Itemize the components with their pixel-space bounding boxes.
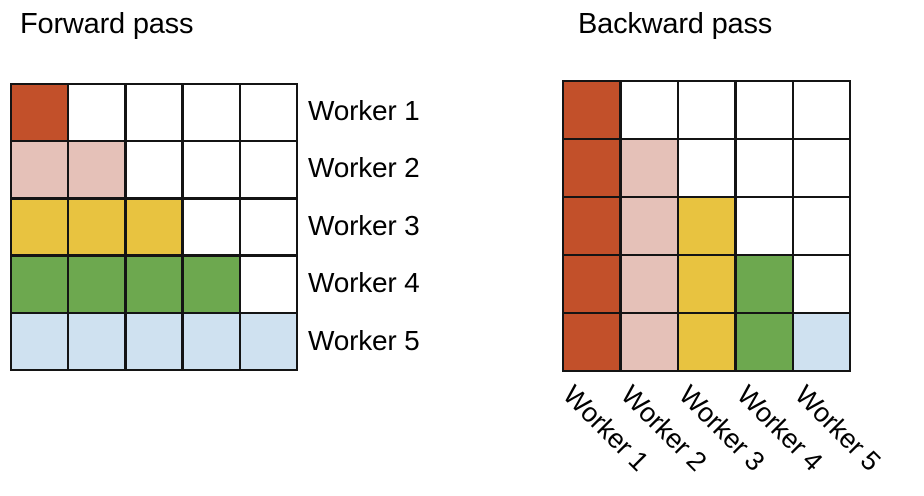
forward-row-label-worker-4: Worker 4 — [308, 267, 420, 299]
forward-row-label-worker-2: Worker 2 — [308, 152, 420, 184]
forward-cell-r2-c4 — [183, 142, 239, 198]
backward-cell-r2-c4 — [736, 140, 792, 196]
backward-cell-r2-c5 — [794, 140, 849, 196]
forward-cell-r5-c3 — [126, 314, 182, 369]
backward-cell-r2-c2 — [621, 140, 677, 196]
forward-row-label-worker-5: Worker 5 — [308, 324, 420, 356]
backward-cell-r5-c5 — [794, 314, 849, 370]
backward-cell-r4-c5 — [794, 256, 849, 312]
backward-cell-r5-c3 — [679, 314, 734, 370]
forward-cell-r4-c1 — [12, 256, 67, 312]
backward-cell-r3-c5 — [794, 198, 849, 254]
forward-cell-r2-c2 — [69, 142, 125, 198]
forward-cell-r1-c3 — [126, 85, 182, 140]
backward-cell-r3-c2 — [621, 198, 677, 254]
backward-pass-grid — [562, 80, 851, 372]
forward-cell-r1-c1 — [12, 85, 67, 140]
forward-cell-r4-c2 — [69, 256, 125, 312]
backward-cell-r4-c1 — [564, 256, 619, 312]
forward-cell-r3-c3 — [126, 199, 182, 255]
backward-cell-r5-c2 — [621, 314, 677, 370]
forward-cell-r1-c2 — [69, 85, 125, 140]
forward-cell-r2-c5 — [241, 142, 296, 198]
forward-cell-r3-c1 — [12, 199, 67, 255]
backward-cell-r1-c4 — [736, 82, 792, 138]
forward-cell-r4-c5 — [241, 256, 296, 312]
forward-cell-r3-c2 — [69, 199, 125, 255]
forward-cell-r4-c3 — [126, 256, 182, 312]
backward-cell-r2-c1 — [564, 140, 619, 196]
forward-cell-r1-c5 — [241, 85, 296, 140]
forward-pass-grid — [10, 83, 298, 371]
backward-cell-r4-c4 — [736, 256, 792, 312]
forward-cell-r4-c4 — [183, 256, 239, 312]
backward-cell-r3-c4 — [736, 198, 792, 254]
forward-cell-r3-c5 — [241, 199, 296, 255]
forward-cell-r5-c2 — [69, 314, 125, 369]
forward-cell-r3-c4 — [183, 199, 239, 255]
forward-cell-r2-c1 — [12, 142, 67, 198]
forward-cell-r5-c4 — [183, 314, 239, 369]
backward-cell-r1-c3 — [679, 82, 734, 138]
backward-cell-r3-c3 — [679, 198, 734, 254]
backward-cell-r1-c2 — [621, 82, 677, 138]
forward-row-label-worker-3: Worker 3 — [308, 209, 420, 241]
backward-cell-r4-c2 — [621, 256, 677, 312]
forward-cell-r5-c5 — [241, 314, 296, 369]
backward-cell-r5-c4 — [736, 314, 792, 370]
backward-cell-r1-c5 — [794, 82, 849, 138]
backward-cell-r2-c3 — [679, 140, 734, 196]
forward-cell-r1-c4 — [183, 85, 239, 140]
forward-cell-r5-c1 — [12, 314, 67, 369]
backward-cell-r3-c1 — [564, 198, 619, 254]
backward-cell-r1-c1 — [564, 82, 619, 138]
backward-cell-r5-c1 — [564, 314, 619, 370]
forward-cell-r2-c3 — [126, 142, 182, 198]
forward-row-label-worker-1: Worker 1 — [308, 95, 420, 126]
forward-pass-title: Forward pass — [20, 8, 194, 40]
backward-pass-title: Backward pass — [578, 8, 773, 40]
backward-cell-r4-c3 — [679, 256, 734, 312]
